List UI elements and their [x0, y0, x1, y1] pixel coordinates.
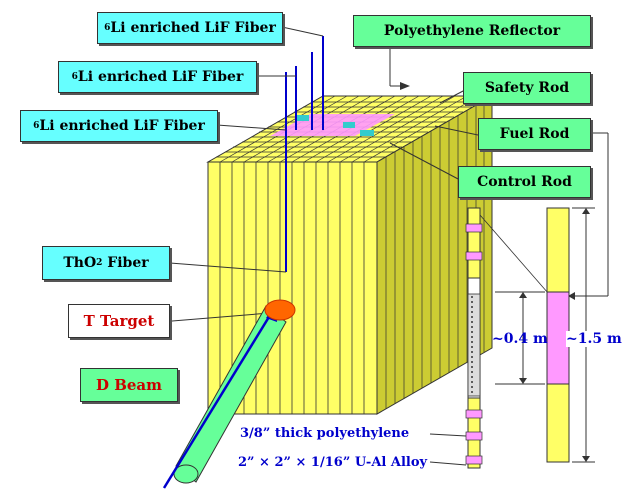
arrow-head-reflector: [400, 82, 410, 90]
lif-fiber-label-1-sup: 6: [104, 23, 111, 33]
d-beam-label: D Beam: [80, 368, 178, 402]
rod-detail-long: [546, 207, 570, 463]
lif-fibers: [285, 36, 324, 272]
reactor-side-slats: [385, 100, 485, 409]
control-rod-label: Control Rod: [458, 166, 591, 198]
length-long-label: ~1.5 m: [566, 331, 622, 347]
tho2-sub: 2: [96, 258, 103, 268]
reactor-top-grid: [216, 95, 480, 163]
lif-fiber-label-2-sup: 6: [71, 72, 78, 82]
fuel-rod-text: Fuel Rod: [499, 126, 570, 142]
length-short-label: ~0.4 m: [492, 331, 548, 347]
dim-long-arrow-top: [582, 208, 590, 214]
polyethylene-reflector-label: Polyethylene Reflector: [353, 15, 591, 47]
lif-fiber-label-1-text: Li enriched LiF Fiber: [110, 20, 276, 36]
d-beam-tube: [162, 304, 287, 489]
safety-rod-label: Safety Rod: [463, 72, 591, 104]
dim-long-arrow-bottom: [582, 456, 590, 462]
arrow-head-fuelrod: [568, 292, 575, 300]
length-long-text: ~1.5 m: [566, 331, 622, 347]
t-target-label: T Target: [68, 304, 170, 338]
t-target-disk: [264, 299, 296, 321]
alloy-text: 2” × 2” × 1/16” U-Al Alloy: [238, 455, 428, 470]
control-rod-text: Control Rod: [477, 174, 572, 190]
leader-lines: [159, 26, 609, 466]
fuel-rod-label: Fuel Rod: [478, 118, 591, 150]
dim-short: [495, 291, 545, 385]
safety-rod-text: Safety Rod: [484, 80, 570, 96]
lif-fiber-label-2-text: Li enriched LiF Fiber: [77, 69, 244, 85]
dim-short-arrow-top: [519, 292, 527, 298]
polyethylene-reflector-text: Polyethylene Reflector: [383, 23, 561, 39]
lif-fiber-label-3-text: Li enriched LiF Fiber: [39, 118, 205, 134]
control-rod-marker: [360, 130, 374, 136]
d-beam-text: D Beam: [95, 376, 163, 394]
alloy-note: 2” × 2” × 1/16” U-Al Alloy: [238, 455, 427, 470]
rod-detail-short: [465, 207, 483, 469]
safety-rod-marker-2: [343, 122, 355, 128]
poly-thickness-text: 3/8” thick polyethylene: [240, 426, 410, 441]
poly-thickness-note: 3/8” thick polyethylene: [240, 426, 409, 441]
lif-fiber-label-3-sup: 6: [33, 121, 40, 131]
tho2-main: ThO: [63, 255, 97, 271]
dim-short-arrow-bottom: [519, 378, 527, 384]
length-short-text: ~0.4 m: [492, 331, 548, 347]
tho2-tail: Fiber: [102, 255, 149, 271]
t-target-text: T Target: [83, 312, 155, 330]
safety-rod-marker-1: [297, 115, 309, 121]
